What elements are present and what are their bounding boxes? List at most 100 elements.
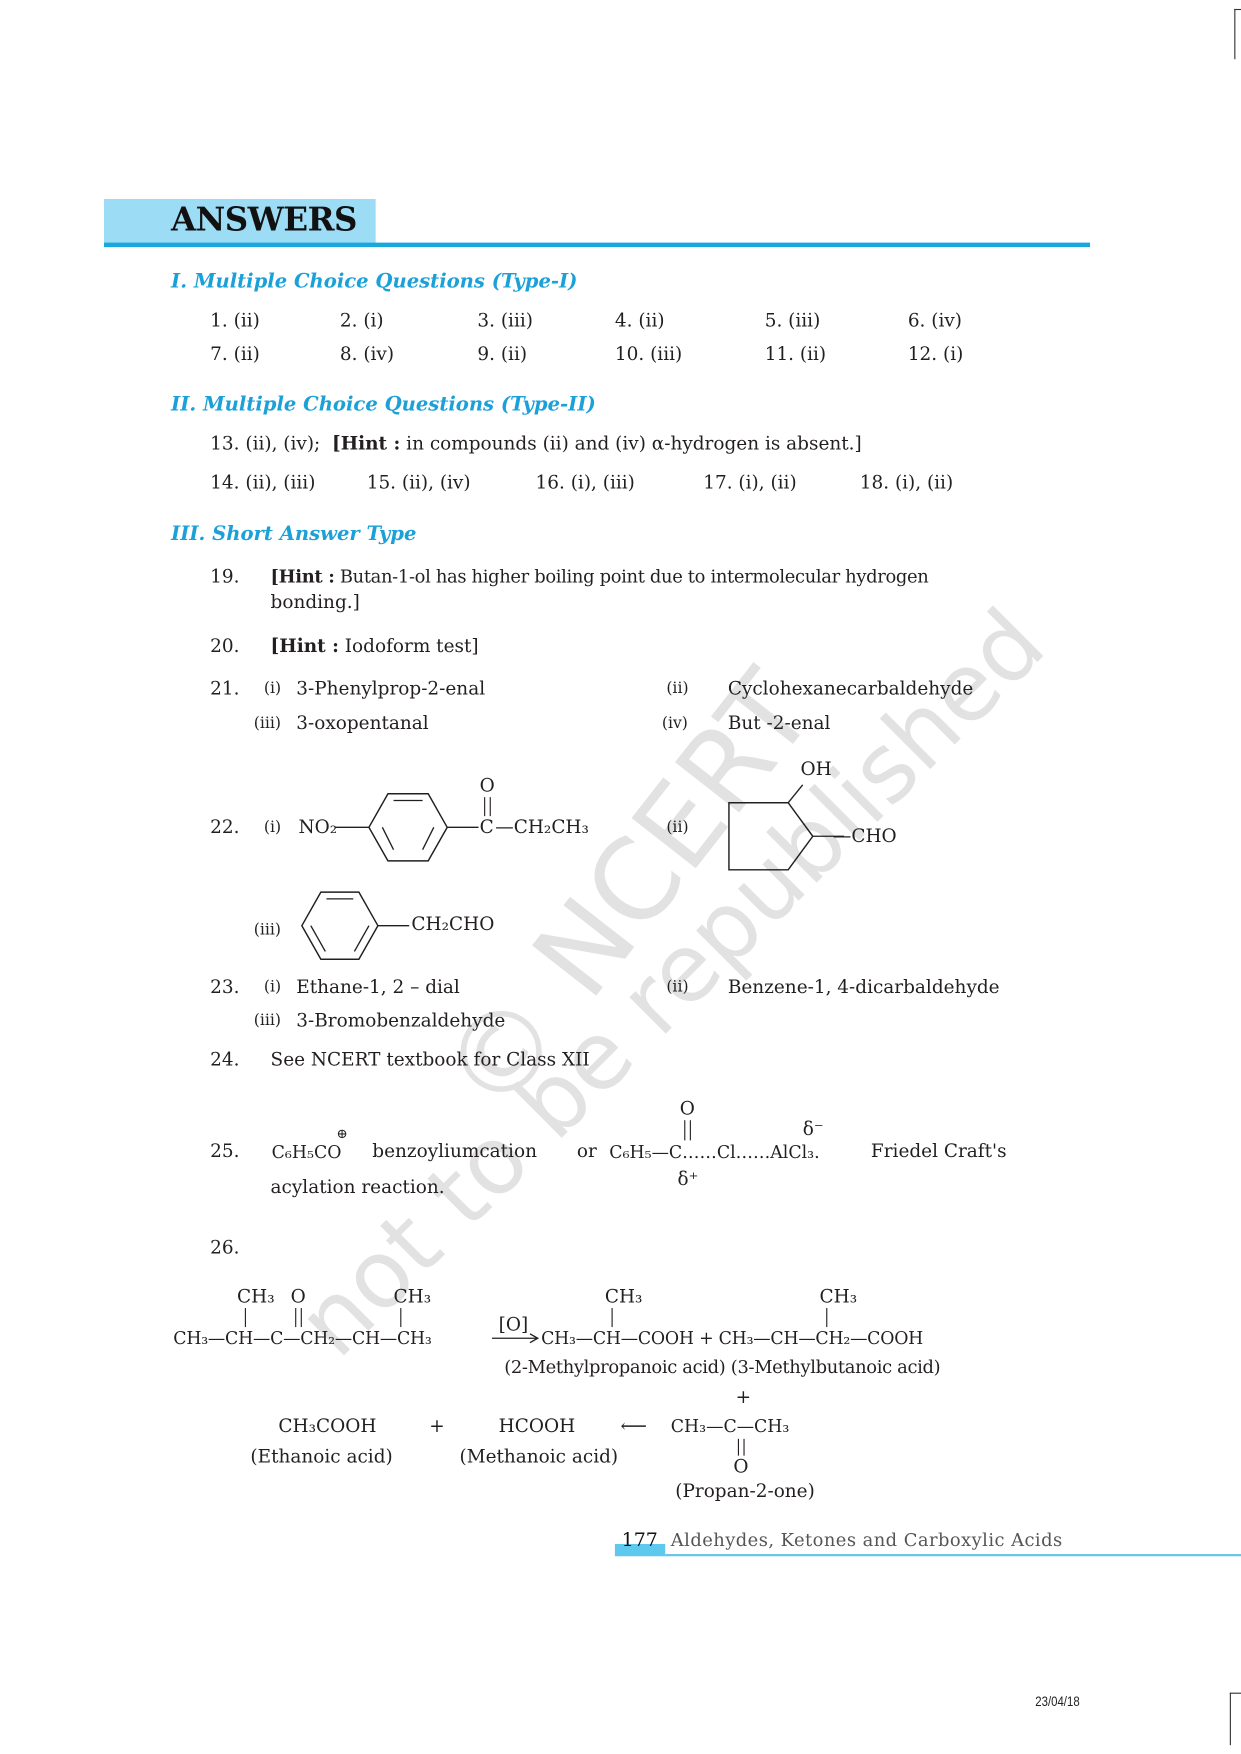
answers-header-box — [103, 199, 376, 244]
ethyl-group: —CH₂CH₃ — [495, 816, 589, 838]
q26-number: 26. — [210, 1236, 240, 1258]
bond — [611, 1308, 613, 1328]
answer-13-value: 13. (ii), (iv); — [210, 432, 321, 454]
q19-answer-cont: bonding.] — [270, 591, 360, 613]
q21-text: But -2-enal — [727, 712, 831, 734]
carbonyl-o: O — [679, 1097, 695, 1120]
or-text: or — [576, 1140, 597, 1162]
double-bond — [684, 1120, 691, 1141]
answer: 5. (iii) — [764, 309, 821, 331]
acylium-complex: C₆H₅—C……Cl……AlCl₃. — [609, 1142, 820, 1163]
double-bond — [737, 1438, 745, 1456]
answer: 12. (i) — [907, 343, 964, 365]
answer: 7. (ii) — [210, 343, 260, 365]
hint-label: [Hint : — [331, 432, 401, 454]
q25-number: 25. — [210, 1140, 240, 1162]
answer: 14. (ii), (iii) — [210, 471, 316, 494]
q23-label: (iii) — [253, 1011, 282, 1030]
header-rule — [103, 242, 1091, 248]
q25-line2: acylation reaction. — [270, 1176, 445, 1198]
substituent-ch3: CH₃ — [819, 1285, 858, 1307]
delta-plus: δ⁺ — [677, 1168, 699, 1190]
substituent-ch3: CH₃ — [393, 1285, 432, 1307]
bond — [400, 1308, 402, 1328]
q21-text: 3-Phenylprop-2-enal — [296, 677, 486, 699]
q22-number: 22. — [210, 816, 240, 838]
q19-answer: [Hint : Butan-1-ol has higher boiling po… — [271, 566, 929, 588]
section-title-mcq1: I. Multiple Choice Questions (Type-I) — [171, 270, 578, 293]
acetone-o: O — [733, 1455, 749, 1477]
hint-label: [Hint : — [270, 635, 339, 657]
reverse-arrow-icon: ⟵ — [620, 1415, 647, 1437]
substituent-ch3: CH₃ — [237, 1285, 275, 1307]
carbonyl-o: O — [479, 774, 495, 797]
answer: 6. (iv) — [907, 309, 963, 331]
q22-label: (iii) — [253, 921, 282, 940]
answer-13: 13. (ii), (iv); [Hint : in compounds (ii… — [210, 433, 862, 455]
bond — [826, 1308, 828, 1328]
ch2cho-group: CH₂CHO — [411, 913, 495, 935]
products-chain: CH₃—CH—COOH + CH₃—CH—CH₂—COOH — [541, 1328, 924, 1349]
q23-text: Ethane-1, 2 – dial — [296, 976, 460, 998]
answer: 2. (i) — [339, 309, 384, 331]
q21-number: 21. — [210, 677, 240, 699]
crop-mark-bottom — [1229, 1692, 1241, 1746]
benzene-ring-icon — [301, 891, 410, 960]
q22-label: (i) — [263, 818, 282, 837]
print-date: 23/04/18 — [1035, 1693, 1080, 1710]
q23-text: Benzene-1, 4-dicarbaldehyde — [727, 976, 1000, 998]
answer: 11. (ii) — [764, 343, 827, 365]
hint-text: in compounds (ii) and (iv) α-hydrogen is… — [400, 432, 862, 454]
q23-label: (ii) — [666, 978, 689, 997]
aldehyde-group: —CHO — [832, 825, 897, 847]
answer: 4. (ii) — [614, 309, 665, 331]
hint-text: Butan-1-ol has higher boiling point due … — [334, 565, 929, 587]
footer-rule — [665, 1554, 1241, 1557]
page-number-bar — [614, 1543, 666, 1557]
answer: 10. (iii) — [614, 343, 683, 365]
q21-label: (iv) — [661, 714, 688, 733]
q23-label: (i) — [263, 978, 282, 997]
double-bond — [484, 797, 491, 817]
q22-label: (ii) — [666, 818, 689, 837]
chapter-title: Aldehydes, Ketones and Carboxylic Acids — [670, 1529, 1063, 1551]
plus-sign: + — [429, 1415, 445, 1437]
page-title: ANSWERS — [171, 200, 357, 239]
hint-label: [Hint : — [270, 565, 335, 587]
reagent-oxidation: [O] — [498, 1313, 529, 1335]
reaction-arrow-icon — [491, 1333, 540, 1344]
answer: 15. (ii), (iv) — [366, 471, 471, 494]
answer: 3. (iii) — [477, 309, 533, 331]
crop-mark-top — [1234, 8, 1241, 60]
q23-number: 23. — [210, 976, 240, 998]
answer: 1. (ii) — [210, 309, 260, 331]
q21-label: (ii) — [666, 679, 689, 698]
acetone-name: (Propan-2-one) — [675, 1480, 815, 1502]
q21-text: Cyclohexanecarbaldehyde — [727, 677, 974, 699]
reactant-chain: CH₃—CH—C—CH₂—CH—CH₃ — [173, 1328, 432, 1349]
bond — [244, 1308, 246, 1328]
answer: 18. (i), (ii) — [859, 471, 954, 494]
plus-circle-icon: ⊕ — [336, 1125, 348, 1142]
q21-label: (iii) — [253, 714, 282, 733]
answer: 17. (i), (ii) — [703, 471, 797, 494]
q21-label: (i) — [263, 679, 282, 698]
q24-text: See NCERT textbook for Class XII — [270, 1048, 590, 1070]
benzoylium-name: benzoyliumcation — [372, 1140, 537, 1162]
page-number: 177 — [621, 1529, 658, 1552]
q23-text: 3-Bromobenzaldehyde — [296, 1009, 506, 1031]
methanoic-formula: HCOOH — [498, 1415, 576, 1437]
q19-number: 19. — [210, 565, 240, 587]
plus-sign: + — [735, 1386, 752, 1408]
section-title-mcq2: II. Multiple Choice Questions (Type-II) — [171, 393, 596, 416]
benzene-ring-icon — [335, 793, 479, 862]
q21-text: 3-oxopentanal — [296, 712, 429, 734]
nitro-group: NO₂ — [298, 816, 338, 838]
carbonyl-c: C — [479, 816, 494, 838]
q24-number: 24. — [210, 1048, 240, 1070]
delta-minus: δ⁻ — [802, 1118, 824, 1140]
q20-answer: [Hint : Iodoform test] — [271, 635, 479, 657]
section-title-short-answer: III. Short Answer Type — [171, 523, 417, 546]
answer: 9. (ii) — [477, 343, 528, 365]
